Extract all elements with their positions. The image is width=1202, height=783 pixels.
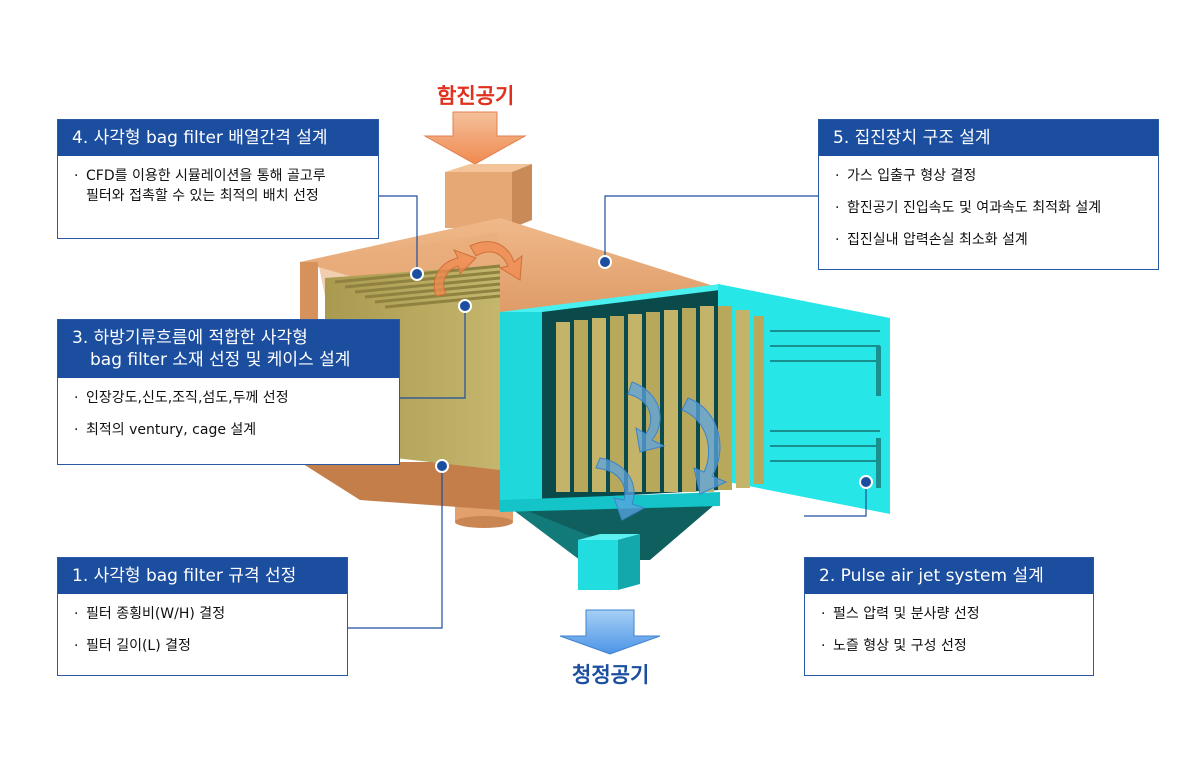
- callout-box-3-title-line2: bag filter 소재 선정 및 케이스 설계: [90, 350, 351, 370]
- airflow-arrows: [433, 241, 728, 521]
- callout-box-1: 1. 사각형 bag filter 규격 선정 필터 종횡비(W/H) 결정 필…: [57, 557, 348, 676]
- callout-box-4: 4. 사각형 bag filter 배열간격 설계 CFD를 이용한 시뮬레이션…: [57, 119, 379, 239]
- outlet-duct: [578, 534, 640, 590]
- outflow-label: 청정공기: [572, 663, 650, 687]
- callout-box-3-title-line1: 3. 하방기류흐름에 적합한 사각형: [72, 328, 308, 348]
- callout-box-5: 5. 집진장치 구조 설계 가스 입출구 형상 결정 함진공기 진입속도 및 여…: [818, 119, 1159, 270]
- inlet-duct: [445, 164, 532, 228]
- callout-box-4-item: CFD를 이용한 시뮬레이션을 통해 골고루 필터와 접촉할 수 있는 최적의 …: [74, 166, 364, 206]
- callout-box-1-item: 필터 길이(L) 결정: [74, 636, 333, 656]
- inflow-label: 함진공기: [437, 84, 515, 108]
- callout-box-3-title: 3. 하방기류흐름에 적합한 사각형 bag filter 소재 선정 및 케이…: [58, 320, 399, 378]
- callout-box-4-item-line2: 필터와 접촉할 수 있는 최적의 배치 선정: [86, 188, 319, 204]
- callout-box-5-item: 가스 입출구 형상 결정: [835, 166, 1144, 186]
- callout-box-3-item: 최적의 ventury, cage 설계: [74, 420, 385, 440]
- callout-box-2-title: 2. Pulse air jet system 설계: [805, 558, 1093, 594]
- callout-box-1-title: 1. 사각형 bag filter 규격 선정: [58, 558, 347, 594]
- callout-dot-icon: [410, 255, 873, 489]
- callout-box-2-item: 노즐 형상 및 구성 선정: [821, 636, 1079, 656]
- callout-box-4-item-line1: CFD를 이용한 시뮬레이션을 통해 골고루: [86, 168, 326, 184]
- callout-box-5-item: 함진공기 진입속도 및 여과속도 최적화 설계: [835, 198, 1144, 218]
- callout-box-5-item: 집진실내 압력손실 최소화 설계: [835, 230, 1144, 250]
- leader-lines: [348, 195, 867, 629]
- callout-box-3-item: 인장강도,신도,조직,섬도,두께 선정: [74, 388, 385, 408]
- outlet-arrow-icon: [559, 609, 661, 655]
- callout-box-5-title: 5. 집진장치 구조 설계: [819, 120, 1158, 156]
- callout-box-2: 2. Pulse air jet system 설계 펄스 압력 및 분사량 선…: [804, 557, 1094, 676]
- callout-box-4-title: 4. 사각형 bag filter 배열간격 설계: [58, 120, 378, 156]
- callout-box-2-item: 펄스 압력 및 분사량 선정: [821, 604, 1079, 624]
- inlet-arrow-icon: [423, 111, 527, 165]
- callout-box-1-item: 필터 종횡비(W/H) 결정: [74, 604, 333, 624]
- callout-box-3: 3. 하방기류흐름에 적합한 사각형 bag filter 소재 선정 및 케이…: [57, 319, 400, 465]
- hopper: [500, 500, 720, 560]
